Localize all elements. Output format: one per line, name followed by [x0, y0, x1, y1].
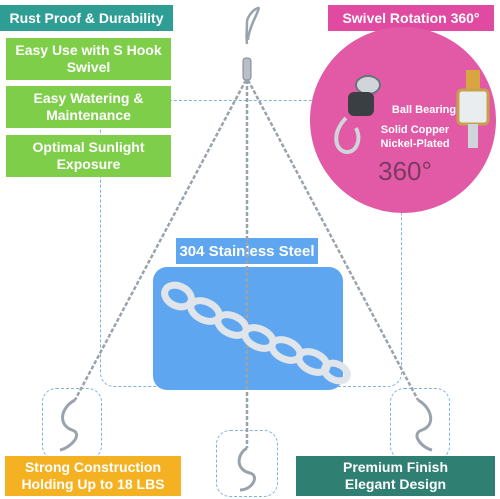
swivel-icon	[242, 57, 252, 81]
feature-label-easy-use: Easy Use with S Hook Swivel	[6, 38, 171, 80]
ball-bearing-label: Ball Bearing	[391, 104, 457, 116]
left-s-hook-icon	[59, 398, 79, 452]
chain-left	[73, 79, 248, 401]
rotation-360-label: 360°	[378, 156, 432, 186]
chain-right	[246, 79, 420, 401]
chain-closeup-icon	[161, 281, 351, 385]
nickel-plated-label: Nickel-Plated	[380, 138, 450, 150]
swivel-rotation-title: Swivel Rotation 360°	[328, 5, 494, 31]
feature-label-easy-watering: Easy Watering & Maintenance	[6, 86, 171, 128]
feature-label-strong-construction: Strong Construction Holding Up to 18 LBS	[5, 456, 181, 496]
solid-copper-label: Solid Copper	[380, 124, 450, 136]
feature-label-sunlight: Optimal Sunlight Exposure	[6, 135, 171, 177]
center-s-hook-icon	[237, 446, 256, 492]
top-s-hook-icon	[245, 6, 260, 41]
swivel-closeup-icon	[334, 70, 490, 154]
right-s-hook-icon	[415, 398, 433, 452]
feature-label-premium-finish: Premium Finish Elegant Design	[296, 456, 495, 496]
feature-label-rust-proof: Rust Proof & Durability	[0, 5, 173, 31]
